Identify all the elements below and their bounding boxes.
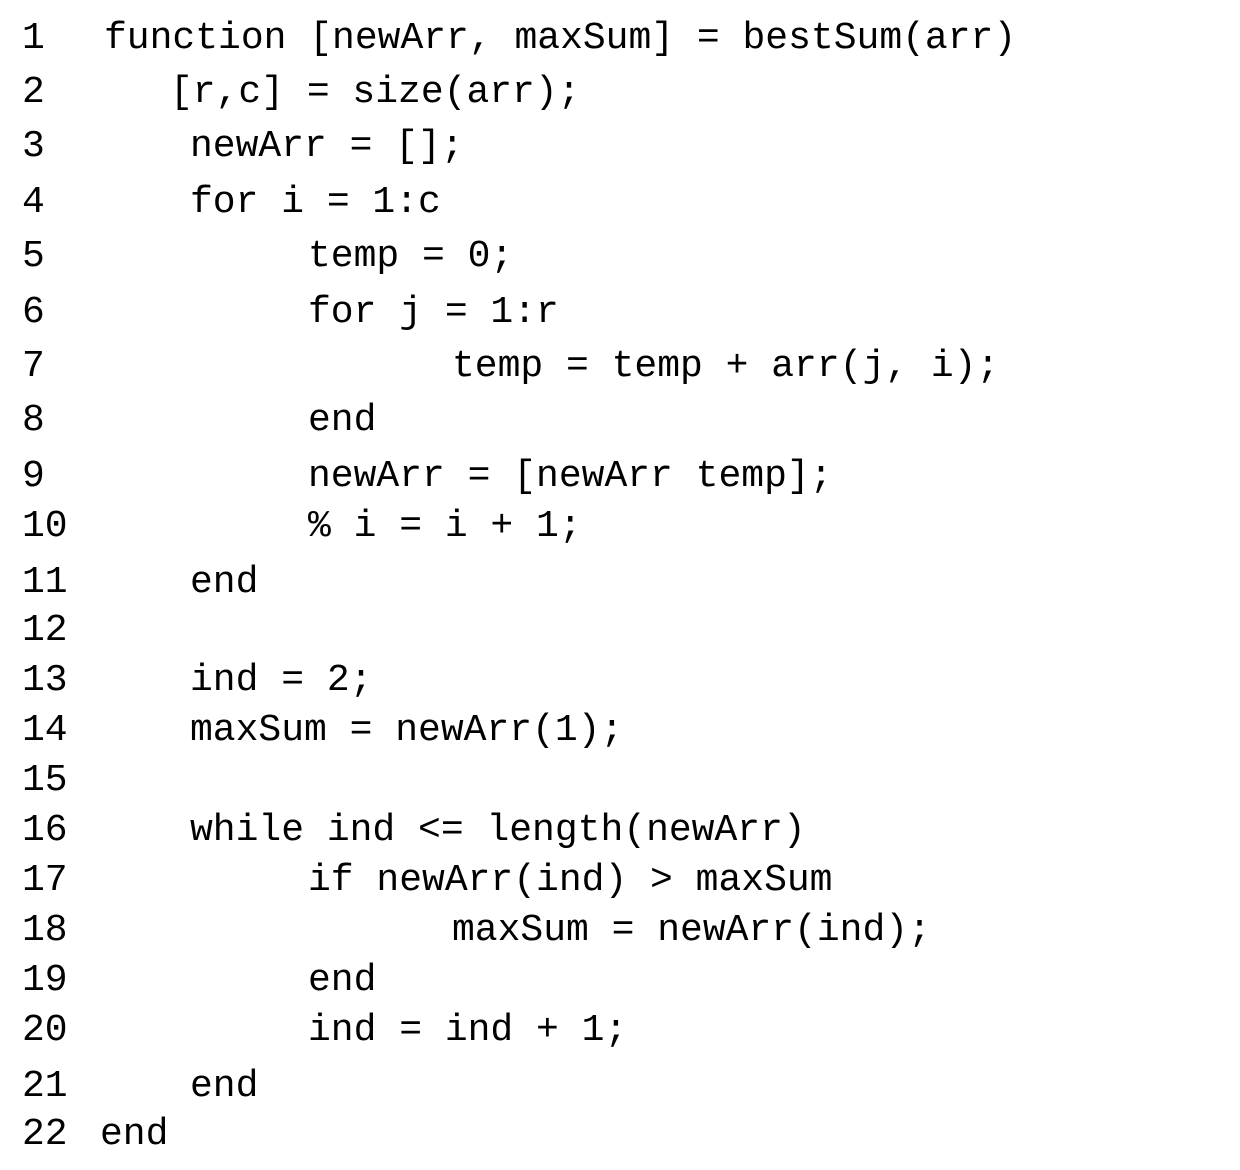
code-line: 12: [0, 606, 1240, 656]
line-code: end: [308, 399, 377, 442]
line-number: 5: [22, 235, 45, 278]
line-number: 22: [22, 1113, 68, 1156]
code-line: 14 maxSum = newArr(1);: [0, 706, 1240, 756]
line-code: end: [190, 1065, 259, 1108]
line-number: 12: [22, 609, 68, 652]
code-line: 4 for i = 1:c: [0, 178, 1240, 228]
line-number: 18: [22, 909, 68, 952]
line-code: temp = 0;: [308, 235, 514, 278]
line-code: % i = i + 1;: [308, 505, 582, 548]
code-line: 7 temp = temp + arr(j, i);: [0, 342, 1240, 392]
line-code: end: [100, 1113, 169, 1156]
code-line: 21 end: [0, 1062, 1240, 1112]
line-number: 2: [22, 71, 45, 114]
line-number: 1: [22, 17, 45, 60]
line-code: end: [308, 959, 377, 1002]
line-code: maxSum = newArr(1);: [190, 709, 624, 752]
line-code: if newArr(ind) > maxSum: [308, 859, 833, 902]
line-number: 14: [22, 709, 68, 752]
code-line: 18 maxSum = newArr(ind);: [0, 906, 1240, 956]
line-code: function [newArr, maxSum] = bestSum(arr): [104, 17, 1017, 60]
code-line: 19 end: [0, 956, 1240, 1006]
line-number: 13: [22, 659, 68, 702]
line-number: 21: [22, 1065, 68, 1108]
code-line: 2 [r,c] = size(arr);: [0, 68, 1240, 118]
line-number: 19: [22, 959, 68, 1002]
code-line: 15: [0, 756, 1240, 806]
code-line: 5 temp = 0;: [0, 232, 1240, 282]
line-number: 11: [22, 561, 68, 604]
code-line: 9 newArr = [newArr temp];: [0, 452, 1240, 502]
line-code: for i = 1:c: [190, 181, 441, 224]
line-code: ind = 2;: [190, 659, 373, 702]
line-code: while ind <= length(newArr): [190, 809, 806, 852]
code-line: 16 while ind <= length(newArr): [0, 806, 1240, 856]
line-code: for j = 1:r: [308, 291, 559, 334]
code-line: 13 ind = 2;: [0, 656, 1240, 706]
line-number: 7: [22, 345, 45, 388]
line-number: 10: [22, 505, 68, 548]
line-code: ind = ind + 1;: [308, 1009, 628, 1052]
line-number: 8: [22, 399, 45, 442]
line-code: temp = temp + arr(j, i);: [452, 345, 1000, 388]
line-number: 6: [22, 291, 45, 334]
code-line: 10 % i = i + 1;: [0, 502, 1240, 552]
line-number: 3: [22, 125, 45, 168]
line-code: newArr = [];: [190, 125, 464, 168]
code-line: 22 end: [0, 1110, 1240, 1160]
line-code: newArr = [newArr temp];: [308, 455, 833, 498]
line-code: [r,c] = size(arr);: [170, 71, 581, 114]
line-number: 16: [22, 809, 68, 852]
code-line: 8 end: [0, 396, 1240, 446]
line-number: 20: [22, 1009, 68, 1052]
line-number: 15: [22, 759, 68, 802]
line-number: 4: [22, 181, 45, 224]
code-line: 11 end: [0, 558, 1240, 608]
line-number: 9: [22, 455, 45, 498]
line-number: 17: [22, 859, 68, 902]
code-line: 20 ind = ind + 1;: [0, 1006, 1240, 1056]
code-line: 1 function [newArr, maxSum] = bestSum(arr…: [0, 14, 1240, 64]
code-line: 3 newArr = [];: [0, 122, 1240, 172]
line-code: end: [190, 561, 259, 604]
code-line: 17 if newArr(ind) > maxSum: [0, 856, 1240, 906]
code-line: 6 for j = 1:r: [0, 288, 1240, 338]
line-code: maxSum = newArr(ind);: [452, 909, 931, 952]
